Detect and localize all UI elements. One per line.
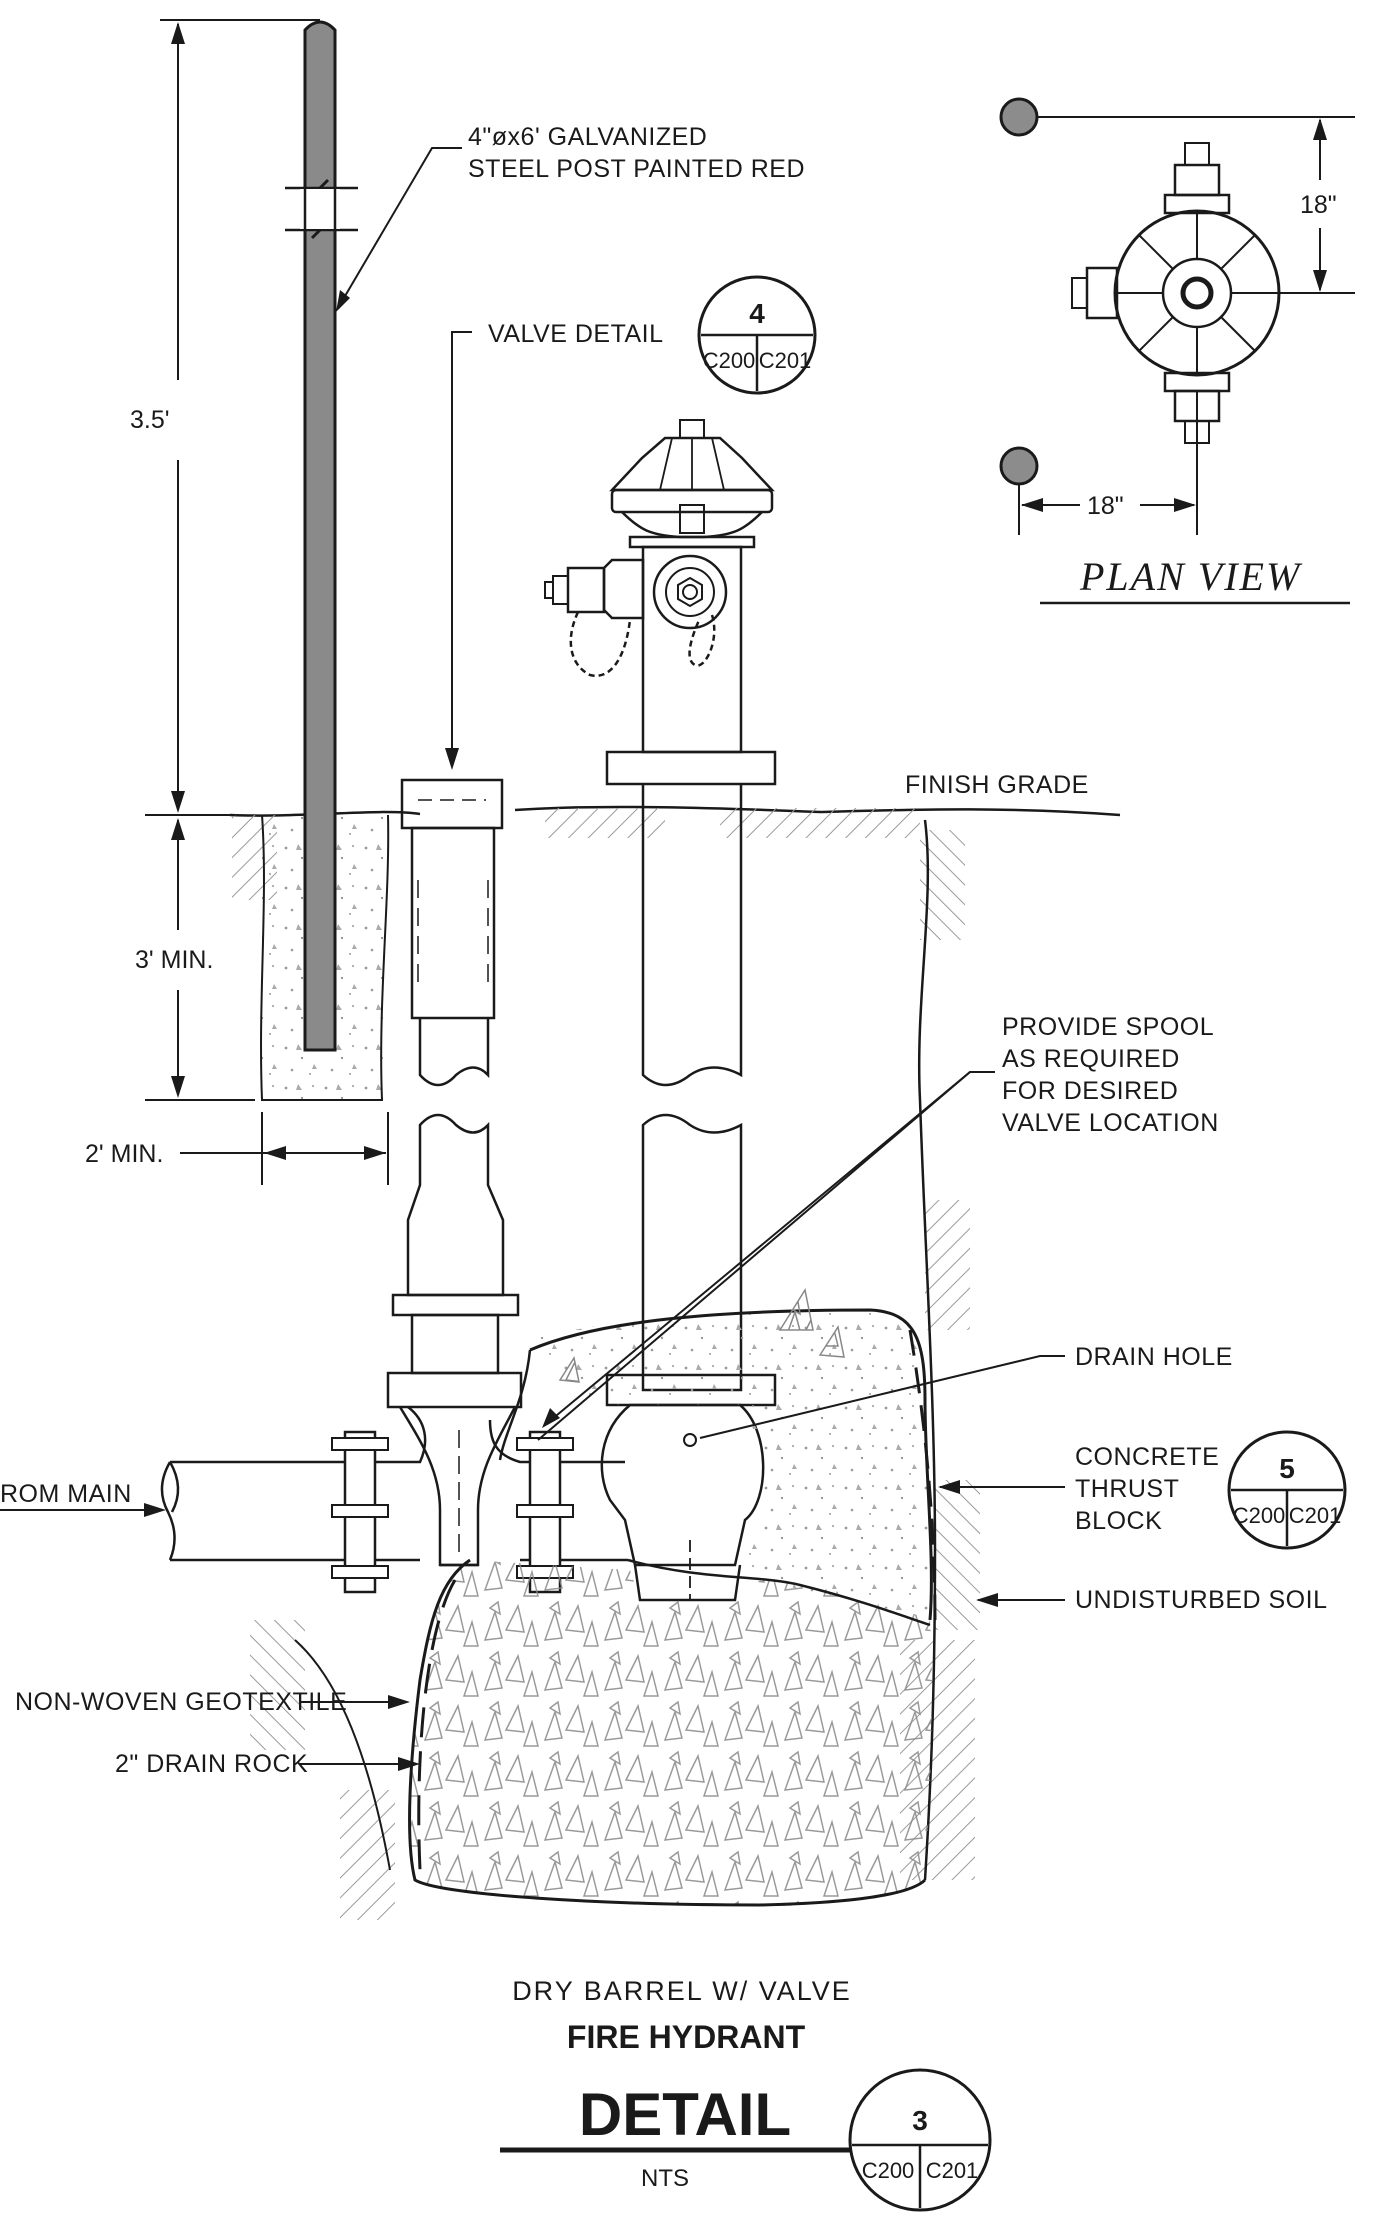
callout-sheet-left: C200 <box>1233 1503 1286 1528</box>
dimension-post-width: 2' MIN. <box>85 1112 389 1185</box>
soil-hatch <box>720 808 920 838</box>
post-width-dimension: 2' MIN. <box>85 1140 163 1168</box>
drain-rock-label: 2" DRAIN ROCK <box>115 1750 420 1778</box>
undisturbed-soil-text: UNDISTURBED SOIL <box>1075 1586 1327 1614</box>
dimension-post-depth: 3' MIN. <box>135 818 255 1101</box>
post-footing-outline <box>260 814 390 1101</box>
finish-grade-line <box>229 805 1121 817</box>
bollard-icon <box>999 446 1039 486</box>
callout-sheet-right: C201 <box>926 2158 979 2183</box>
drain-hole-text: DRAIN HOLE <box>1075 1343 1233 1371</box>
undisturbed-soil-label: UNDISTURBED SOIL <box>976 1586 1327 1614</box>
water-main <box>160 1406 628 1594</box>
callout-sheet-left: C200 <box>862 2158 915 2183</box>
valve-detail-label: VALVE DETAIL <box>445 320 664 770</box>
callout-sheet-right: C201 <box>1289 1503 1342 1528</box>
soil-hatch <box>250 1620 305 1750</box>
plan-view: 18" 18" <box>999 97 1355 605</box>
hydrant-plan-icon <box>1071 142 1281 444</box>
spool-label-line1: PROVIDE SPOOL <box>1002 1013 1214 1041</box>
valve-detail-text: VALVE DETAIL <box>488 320 664 348</box>
geotextile-label: NON-WOVEN GEOTEXTILE <box>15 1688 410 1716</box>
callout-sheet-right: C201 <box>759 348 812 373</box>
from-main-text: ROM MAIN <box>0 1480 132 1508</box>
callout-thrust-block: 5 C200 C201 <box>1227 1430 1347 1550</box>
soil-hatch <box>340 1790 395 1920</box>
callout-valve-detail: 4 C200 C201 <box>697 275 817 395</box>
spool-label: PROVIDE SPOOL AS REQUIRED FOR DESIRED VA… <box>537 1013 1219 1441</box>
bollard-icon <box>999 97 1039 137</box>
soil-hatch <box>935 1480 980 1630</box>
spool-label-line3: FOR DESIRED <box>1002 1077 1178 1105</box>
thrust-label-line3: BLOCK <box>1075 1507 1162 1535</box>
callout-number: 5 <box>1279 1453 1295 1484</box>
post-body <box>303 20 337 1052</box>
valve-box <box>386 778 523 1567</box>
callout-number: 4 <box>749 298 765 329</box>
title-subtitle2: FIRE HYDRANT <box>567 2019 806 2055</box>
drain-rock-pit <box>294 1558 933 1907</box>
title-subtitle1: DRY BARREL W/ VALVE <box>512 1976 852 2006</box>
geotextile-text: NON-WOVEN GEOTEXTILE <box>15 1688 347 1716</box>
thrust-label-line2: THRUST <box>1075 1475 1179 1503</box>
spool-label-line2: AS REQUIRED <box>1002 1045 1180 1073</box>
plan-horizontal-dimension: 18" <box>1087 492 1124 520</box>
from-main-label: ROM MAIN <box>0 1480 166 1517</box>
callout-sheet-left: C200 <box>703 348 756 373</box>
callout-number: 3 <box>912 2105 928 2136</box>
steel-post <box>285 20 358 1052</box>
thrust-block <box>498 1288 937 1621</box>
post-height-dimension: 3.5' <box>130 406 170 434</box>
thrust-label-line1: CONCRETE <box>1075 1443 1219 1471</box>
hydrant <box>544 419 777 1602</box>
callout-detail: 3 C200 C201 <box>848 2068 992 2212</box>
post-label-line1: 4"øx6' GALVANIZED <box>468 123 707 151</box>
plan-vertical-dimension: 18" <box>1300 191 1337 219</box>
excavation-wall <box>917 819 937 1881</box>
dimension-post-height: 3.5' <box>130 19 320 816</box>
soil-hatch <box>925 1200 970 1330</box>
drain-rock-text: 2" DRAIN ROCK <box>115 1750 308 1778</box>
soil-hatch <box>545 808 665 838</box>
title-main: DETAIL <box>579 2081 791 2148</box>
title-scale: NTS <box>641 2165 689 2192</box>
thrust-block-label: CONCRETE THRUST BLOCK <box>938 1443 1219 1535</box>
finish-grade-text: FINISH GRADE <box>905 771 1089 799</box>
title-block: DRY BARREL W/ VALVE FIRE HYDRANT DETAIL … <box>500 1976 992 2212</box>
post-depth-dimension: 3' MIN. <box>135 946 213 974</box>
post-label: 4"øx6' GALVANIZED STEEL POST PAINTED RED <box>336 123 805 312</box>
drain-hole-label: DRAIN HOLE <box>699 1343 1233 1439</box>
plan-view-title: PLAN VIEW <box>1079 554 1303 599</box>
spool-label-line4: VALVE LOCATION <box>1002 1109 1219 1137</box>
post-label-line2: STEEL POST PAINTED RED <box>468 155 805 183</box>
